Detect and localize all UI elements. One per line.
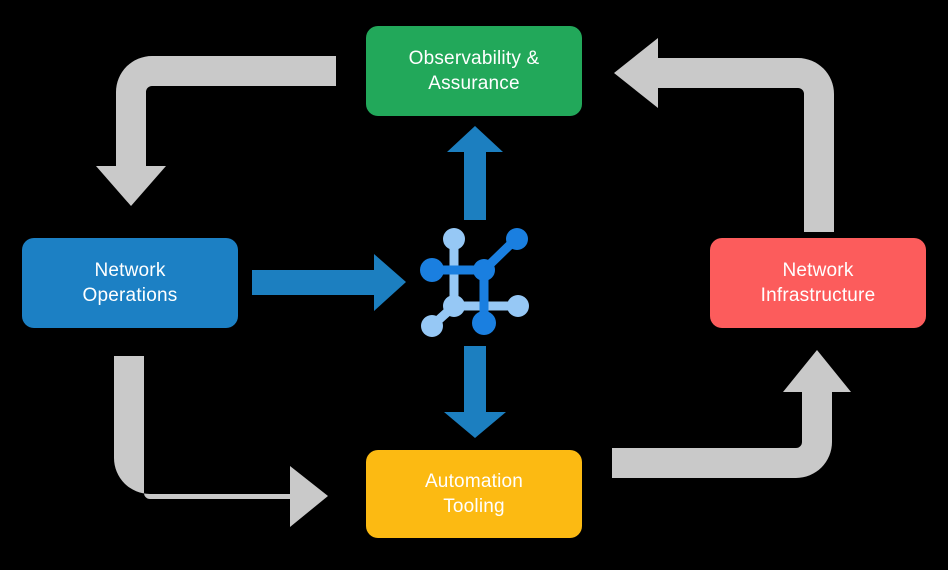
icon-node-light-mid-left (443, 295, 465, 317)
gray-arrow-operations-to-automation (114, 356, 328, 527)
node-box-observability[interactable]: Observability & Assurance (366, 26, 582, 116)
gray-arrow-automation-to-infrastructure (612, 350, 851, 478)
node-label-operations: Network Operations (83, 258, 178, 308)
blue-arrow-operations-to-center (252, 254, 406, 311)
network-topology-icon (420, 228, 529, 337)
node-box-automation[interactable]: Automation Tooling (366, 450, 582, 538)
icon-node-light-bottom-left (421, 315, 443, 337)
gray-arrow-observability-to-operations (96, 56, 336, 206)
node-label-line2: Assurance (428, 73, 520, 94)
blue-arrow-center-to-automation (444, 346, 506, 438)
node-label-infrastructure: Network Infrastructure (761, 258, 876, 308)
node-label-automation: Automation Tooling (425, 469, 523, 519)
node-label-line1: Network (782, 259, 854, 281)
icon-node-light-top (443, 228, 465, 250)
node-box-operations[interactable]: Network Operations (22, 238, 238, 328)
icon-node-light-right (507, 295, 529, 317)
icon-node-dark-center (473, 259, 495, 281)
icon-node-dark-left (420, 258, 444, 282)
gray-arrow-infrastructure-to-observability (614, 38, 834, 232)
node-label-line2: Tooling (443, 496, 505, 517)
node-label-line2: Infrastructure (760, 285, 876, 306)
node-box-infrastructure[interactable]: Network Infrastructure (710, 238, 926, 328)
node-label-line2: Operations (82, 285, 178, 306)
node-label-observability: Observability & Assurance (409, 46, 540, 96)
blue-arrow-center-to-observability (447, 126, 503, 220)
node-label-line1: Observability & (408, 47, 540, 69)
icon-node-dark-bottom (472, 311, 496, 335)
node-label-line1: Automation (424, 470, 524, 492)
icon-node-dark-top-right (506, 228, 528, 250)
node-label-line1: Network (94, 259, 166, 281)
